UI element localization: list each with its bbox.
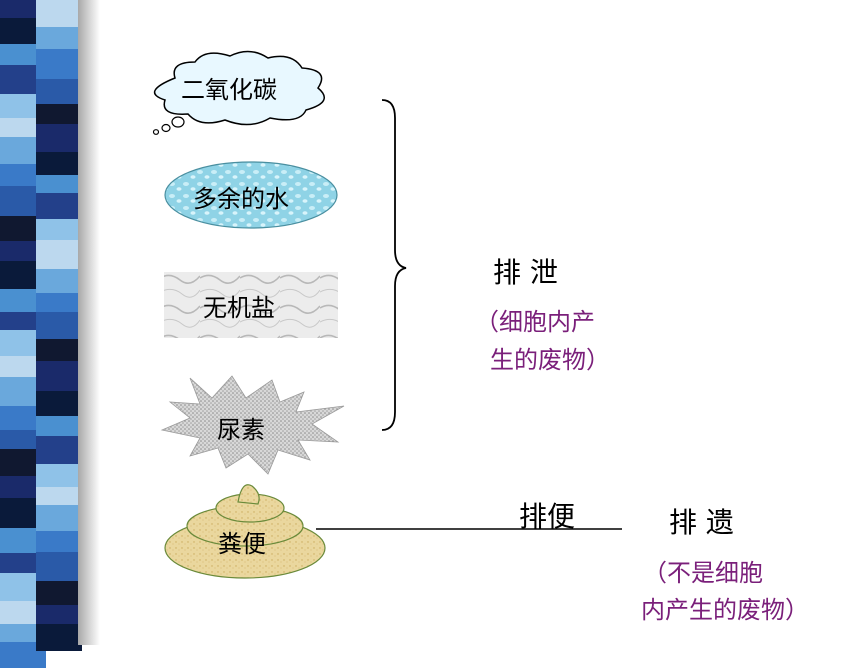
egestion-note-line1: （不是细胞: [643, 559, 763, 587]
excretion-title: 排 泄: [493, 256, 558, 289]
strip-block: [36, 219, 82, 240]
strip-block: [0, 553, 46, 573]
strip-block: [0, 312, 46, 330]
strip-block: [36, 269, 82, 293]
urea-burst-shape: [160, 375, 345, 475]
strip-shadow: [78, 0, 100, 645]
strip-block: [36, 581, 82, 605]
egestion-title: 排 遗: [669, 506, 734, 539]
strip-block: [0, 430, 46, 449]
strip-block: [36, 416, 82, 436]
strip-block: [0, 356, 46, 377]
co2-label: 二氧化碳: [181, 76, 277, 104]
strip-block: [0, 44, 46, 65]
strip-block: [36, 175, 82, 193]
defecation-line-label: 排便: [519, 500, 576, 533]
strip-block: [36, 487, 82, 505]
diagram-shapes: [152, 50, 622, 579]
strip-block: [36, 240, 82, 269]
strip-block: [36, 104, 82, 124]
strip-column-right: [36, 0, 82, 651]
water-ellipse-shape: [164, 161, 338, 229]
strip-block: [36, 552, 82, 581]
strip-block: [36, 361, 82, 391]
strip-block: [0, 164, 46, 186]
excretion-note-line2: 生的废物）: [490, 346, 610, 374]
strip-block: [36, 152, 82, 175]
strip-block: [0, 624, 46, 642]
strip-block: [0, 289, 46, 312]
strip-block: [0, 601, 46, 624]
strip-block: [36, 79, 82, 104]
strip-block: [0, 241, 46, 261]
salt-rect-shape: [164, 272, 338, 338]
strip-block: [0, 118, 46, 137]
strip-block: [36, 339, 82, 361]
strip-block: [36, 124, 82, 152]
egestion-note-line2: 内产生的废物）: [641, 596, 809, 624]
strip-block: [36, 505, 82, 531]
feces-pile-shape: [164, 484, 326, 579]
excretion-note-line1: （细胞内产: [475, 308, 595, 336]
salt-label: 无机盐: [203, 294, 275, 322]
strip-block: [0, 476, 46, 498]
strip-block: [36, 27, 82, 49]
strip-block: [36, 293, 82, 312]
strip-block: [36, 312, 82, 339]
strip-block: [36, 436, 82, 464]
co2-cloud-shape: [152, 50, 326, 135]
strip-block: [36, 391, 82, 416]
strip-block: [36, 605, 82, 624]
water-label: 多余的水: [193, 185, 289, 213]
strip-block: [36, 0, 82, 27]
urea-label: 尿素: [217, 416, 265, 444]
feces-label: 粪便: [218, 530, 266, 558]
strip-block: [36, 49, 82, 79]
decorative-left-strip: [0, 0, 100, 668]
excretion-brace: [381, 99, 407, 431]
strip-block: [36, 193, 82, 219]
strip-block: [0, 0, 46, 18]
strip-block: [36, 464, 82, 487]
strip-block: [36, 531, 82, 552]
